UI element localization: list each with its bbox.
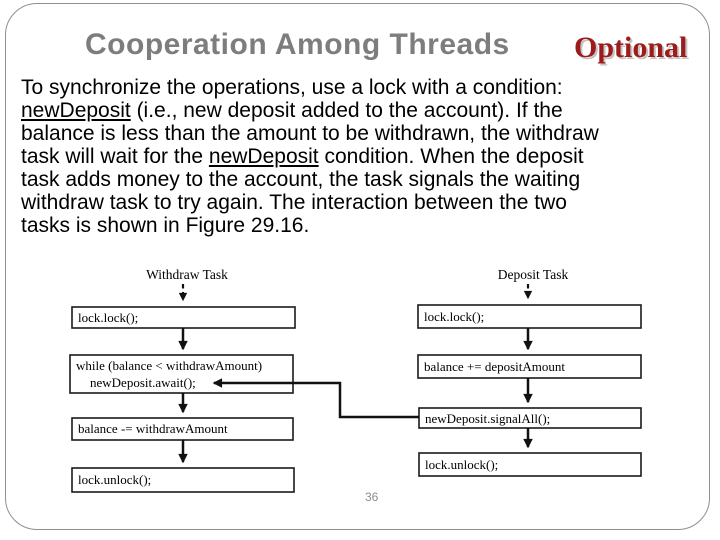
- withdraw-balance-box: balance -= withdrawAmount: [71, 417, 294, 441]
- deposit-balance-text: balance += depositAmount: [424, 359, 565, 374]
- text-segment: (i.e., new deposit added to the account)…: [130, 99, 563, 122]
- text-segment: condition. When the deposit: [318, 145, 584, 168]
- underlined-term: newDeposit: [21, 99, 131, 122]
- signal-to-await-connector: [212, 378, 419, 419]
- body-line: task adds money to the account, the task…: [21, 168, 711, 191]
- body-line: withdraw task to try again. The interact…: [21, 191, 711, 214]
- deposit-lock-box: lock.lock();: [417, 304, 642, 329]
- withdraw-lock-text: lock.lock();: [78, 310, 138, 325]
- page-number: 36: [365, 490, 379, 504]
- deposit-task-label: Deposit Task: [498, 267, 569, 282]
- deposit-unlock-text: lock.unlock();: [425, 457, 498, 472]
- withdraw-while-text: while (balance < withdrawAmount): [76, 358, 262, 373]
- withdraw-while-box: while (balance < withdrawAmount) newDepo…: [69, 354, 294, 394]
- body-line: task will wait for the newDeposit condit…: [21, 145, 711, 168]
- body-line: newDeposit (i.e., new deposit added to t…: [21, 99, 711, 122]
- optional-badge: Optional: [574, 31, 688, 64]
- text-segment: task adds money to the account, the task…: [21, 168, 581, 191]
- text-segment: task will wait for the: [21, 145, 209, 168]
- text-segment: tasks is shown in Figure 29.16.: [21, 214, 310, 237]
- deposit-unlock-box: lock.unlock();: [418, 452, 642, 477]
- body-paragraph: To synchronize the operations, use a loc…: [21, 76, 711, 237]
- deposit-signal-text: newDeposit.signalAll();: [425, 411, 550, 426]
- slide-title: Cooperation Among Threads: [85, 28, 510, 62]
- text-segment: withdraw task to try again. The interact…: [21, 191, 567, 214]
- withdraw-lock-box: lock.lock();: [71, 306, 296, 329]
- deposit-signal-box: newDeposit.signalAll();: [418, 407, 642, 429]
- deposit-balance-box: balance += depositAmount: [417, 354, 642, 379]
- body-line: balance is less than the amount to be wi…: [21, 122, 711, 145]
- withdraw-await-text: newDeposit.await();: [90, 375, 196, 390]
- withdraw-unlock-text: lock.unlock();: [78, 472, 151, 487]
- text-segment: To synchronize the operations, use a loc…: [21, 76, 563, 99]
- deposit-lock-text: lock.lock();: [424, 309, 484, 324]
- body-line: tasks is shown in Figure 29.16.: [21, 214, 711, 237]
- underlined-term: newDeposit: [208, 145, 319, 168]
- body-line: To synchronize the operations, use a loc…: [21, 76, 711, 99]
- text-segment: balance is less than the amount to be wi…: [21, 122, 599, 145]
- withdraw-balance-text: balance -= withdrawAmount: [78, 421, 228, 436]
- withdraw-task-label: Withdraw Task: [146, 267, 228, 282]
- withdraw-unlock-box: lock.unlock();: [71, 467, 295, 493]
